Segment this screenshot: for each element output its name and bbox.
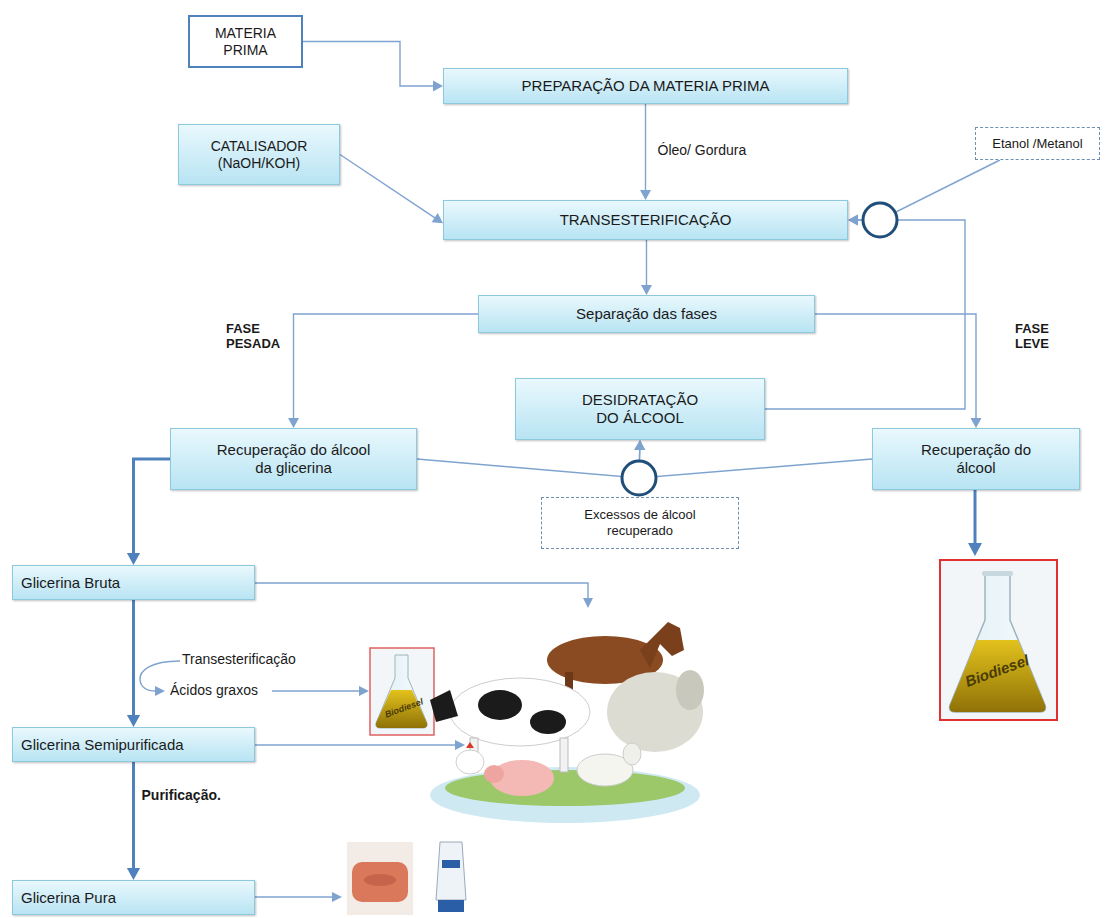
soap-and-lotion xyxy=(347,838,478,915)
edge-label-text: Óleo/ Gordura xyxy=(658,142,747,158)
product-box: Glicerina Semipurificada xyxy=(12,727,255,762)
connector-line xyxy=(417,447,640,478)
label-text: Transesterificação xyxy=(182,651,296,667)
node-text: MATERIA PRIMA xyxy=(206,25,285,59)
connector xyxy=(288,314,478,428)
process-box: Recuperação do álcool da glicerina xyxy=(170,428,417,490)
arrow-head xyxy=(432,213,443,223)
note-box: Excessos de álcool recuperado xyxy=(541,497,739,549)
node-text: Excessos de álcool recuperado xyxy=(564,507,716,538)
connector xyxy=(641,240,652,295)
arrow-head xyxy=(641,285,652,295)
biodiesel-flask xyxy=(940,560,1057,720)
label-text: FASE PESADA xyxy=(226,321,280,351)
node-text: Etanol /Metanol xyxy=(992,136,1082,152)
connector xyxy=(634,440,872,478)
biodiesel-flask-small xyxy=(370,648,434,735)
node-text: Glicerina Semipurificada xyxy=(21,736,184,754)
process-box: PREPARAÇÃO DA MATERIA PRIMA xyxy=(443,68,848,104)
label-text: FASE LEVE xyxy=(1015,321,1049,351)
connector-line xyxy=(815,314,976,421)
text-label: Biodiesel xyxy=(956,649,1037,693)
arrow-head xyxy=(634,440,645,450)
connector-line xyxy=(132,600,135,719)
node-text: Recuperação do álcool xyxy=(919,441,1033,477)
junction-circle xyxy=(863,203,897,237)
node-text: DESIDRATAÇÃO DO ÁLCOOL xyxy=(570,391,710,427)
node-text: Separação das fases xyxy=(576,305,717,323)
node-text: TRANSESTERIFICAÇÃO xyxy=(560,211,732,229)
text-label: Biodiesel xyxy=(381,695,428,720)
connector-line xyxy=(646,240,647,288)
arrow-head xyxy=(127,715,140,727)
node-text: PREPARAÇÃO DA MATERIA PRIMA xyxy=(522,77,770,95)
input-box: Etanol /Metanol xyxy=(975,127,1100,160)
input-box: MATERIA PRIMA xyxy=(188,15,303,68)
junction-circle xyxy=(622,461,656,495)
connector xyxy=(340,155,443,224)
edge-label-text: Purificação. xyxy=(142,787,221,803)
connector-line xyxy=(294,314,479,421)
label-text: Biodiesel xyxy=(963,651,1031,690)
text-label: FASE PESADA xyxy=(226,322,286,352)
process-box: DESIDRATAÇÃO DO ÁLCOOL xyxy=(515,378,765,440)
connector xyxy=(815,314,982,428)
edge-label: Purificação. xyxy=(140,787,223,803)
connector xyxy=(127,762,140,880)
arrow-head xyxy=(127,868,140,880)
product-box: Glicerina Bruta xyxy=(12,565,255,600)
connector-line xyxy=(134,459,171,557)
connector-line xyxy=(639,447,872,478)
connector xyxy=(127,600,140,727)
connector-line xyxy=(303,42,436,87)
connector xyxy=(640,104,651,200)
input-box: CATALISADOR (NaOH/KOH) xyxy=(178,124,340,185)
connector-line xyxy=(645,104,646,193)
thick-arrow xyxy=(968,490,982,556)
livestock-illustration xyxy=(430,622,704,823)
arrow-head xyxy=(848,215,858,226)
node-text: Glicerina Pura xyxy=(21,889,116,907)
arrow-head xyxy=(640,190,651,200)
connector xyxy=(303,42,443,92)
arrow-head xyxy=(848,215,858,226)
process-box: Recuperação do álcool xyxy=(872,428,1080,490)
text-label: FASE LEVE xyxy=(1015,322,1075,352)
edge-label: Óleo/ Gordura xyxy=(656,142,749,158)
process-box: Separação das fases xyxy=(478,295,815,333)
text-label: Transesterificação xyxy=(182,651,342,667)
arrow-head xyxy=(127,553,140,565)
node-text: Glicerina Bruta xyxy=(21,574,120,592)
connector-line xyxy=(340,155,437,220)
process-box: TRANSESTERIFICAÇÃO xyxy=(443,200,848,240)
connector xyxy=(417,440,645,478)
node-text: CATALISADOR (NaOH/KOH) xyxy=(199,138,319,172)
label-text: Biodiesel xyxy=(383,696,424,719)
connector xyxy=(127,459,170,565)
arrow-head xyxy=(634,440,645,450)
label-text: Ácidos graxos xyxy=(170,682,258,698)
arrow-head xyxy=(288,418,299,428)
connector-line xyxy=(132,762,135,872)
arrow-head xyxy=(433,81,443,92)
text-label: Ácidos graxos xyxy=(170,682,280,698)
product-box: Glicerina Pura xyxy=(12,880,255,915)
node-text: Recuperação do álcool da glicerina xyxy=(209,441,378,477)
arrow-head xyxy=(971,418,982,428)
